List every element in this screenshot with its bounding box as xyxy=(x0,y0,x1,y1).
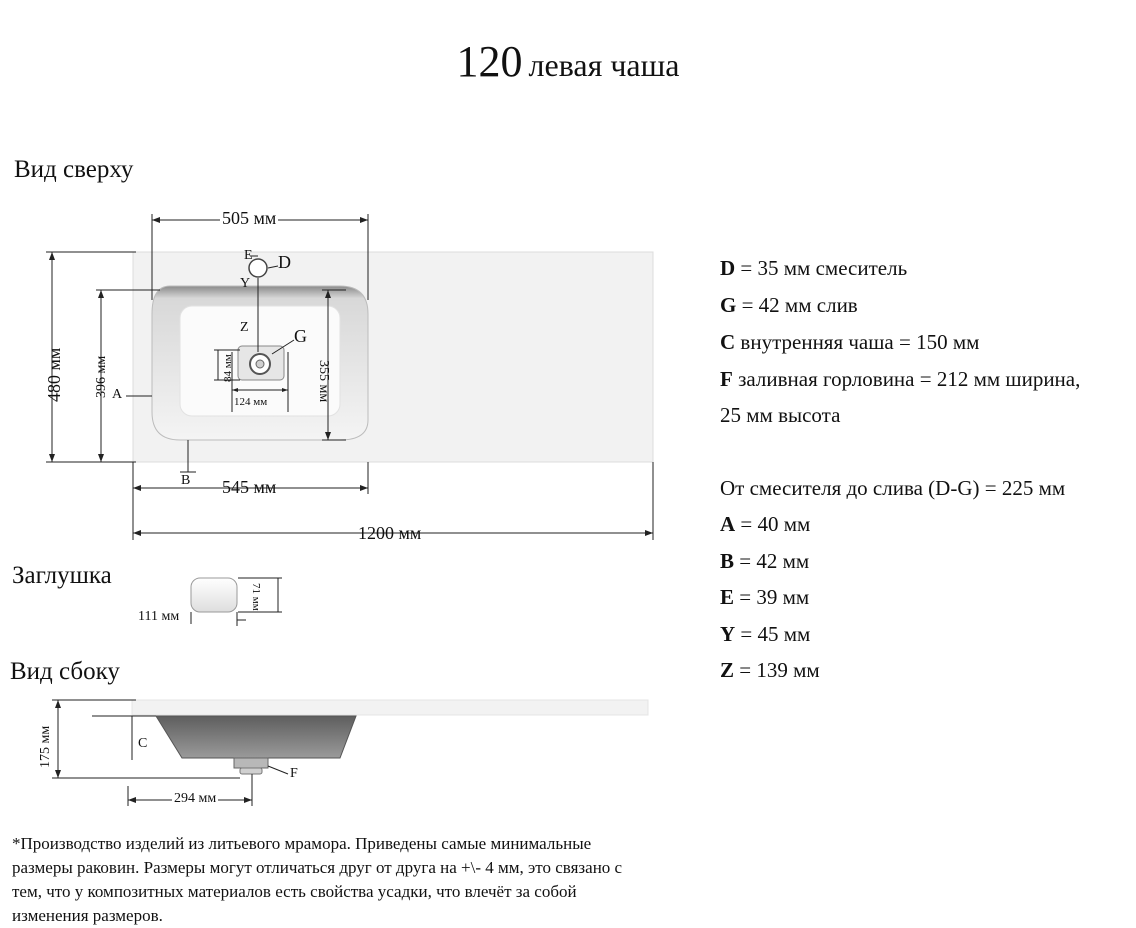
spec-e: E = 39 мм xyxy=(720,585,810,609)
title-number: 120 xyxy=(456,37,523,86)
label-f: F xyxy=(290,766,298,781)
dim-plug-height: 71 мм xyxy=(250,583,262,611)
dim-124: 124 мм xyxy=(234,396,268,408)
label-a: A xyxy=(112,387,123,402)
dim-294: 294 мм xyxy=(172,791,219,807)
spec-z: Z = 139 мм xyxy=(720,658,820,682)
label-b: B xyxy=(181,473,191,488)
label-g: G xyxy=(294,326,307,346)
spec-f: F заливная горловина = 212 мм ширина, xyxy=(720,367,1081,391)
dim-175: 175 мм xyxy=(38,725,53,768)
label-c: C xyxy=(138,736,148,751)
plug-heading: Заглушка xyxy=(12,562,112,589)
dim-84: 84 мм xyxy=(222,354,234,382)
spec-b: B = 42 мм xyxy=(720,549,810,573)
dim-505: 505 мм xyxy=(220,208,279,229)
dim-480: 480 мм xyxy=(44,347,64,402)
dim-355: 355 мм xyxy=(316,360,331,403)
label-d: D xyxy=(278,252,291,272)
dim-396: 396 мм xyxy=(94,355,109,398)
title-text: левая чаша xyxy=(528,47,680,83)
label-e: E xyxy=(244,248,253,263)
top-view-heading: Вид сверху xyxy=(14,156,134,183)
drain-tip-side xyxy=(239,767,263,775)
spec-d: D = 35 мм смеситель xyxy=(720,256,908,280)
footnote: *Производство изделий из литьевого мрамо… xyxy=(12,834,623,925)
spec-c: C внутренняя чаша = 150 мм xyxy=(720,330,980,354)
side-view-heading: Вид сбоку xyxy=(10,658,120,685)
label-z: Z xyxy=(240,320,249,335)
mixer-hole xyxy=(248,258,268,278)
drain-neck-side xyxy=(233,757,269,769)
plug-shape xyxy=(190,577,238,613)
drain-center xyxy=(255,359,265,369)
spec-a: A = 40 мм xyxy=(720,512,811,536)
dim-1200: 1200 мм xyxy=(358,523,422,543)
spec-g: G = 42 мм слив xyxy=(720,293,858,317)
bowl-side-profile xyxy=(155,715,357,759)
spec-y: Y = 45 мм xyxy=(720,622,811,646)
dim-plug-width: 111 мм xyxy=(138,609,180,624)
countertop-side-view xyxy=(131,699,649,716)
spec-mixer-to-drain: От смесителя до слива (D-G) = 225 мм xyxy=(720,476,1066,500)
dim-545: 545 мм xyxy=(222,477,277,497)
label-y: Y xyxy=(240,276,251,291)
spec-f-height: 25 мм высота xyxy=(720,403,841,427)
